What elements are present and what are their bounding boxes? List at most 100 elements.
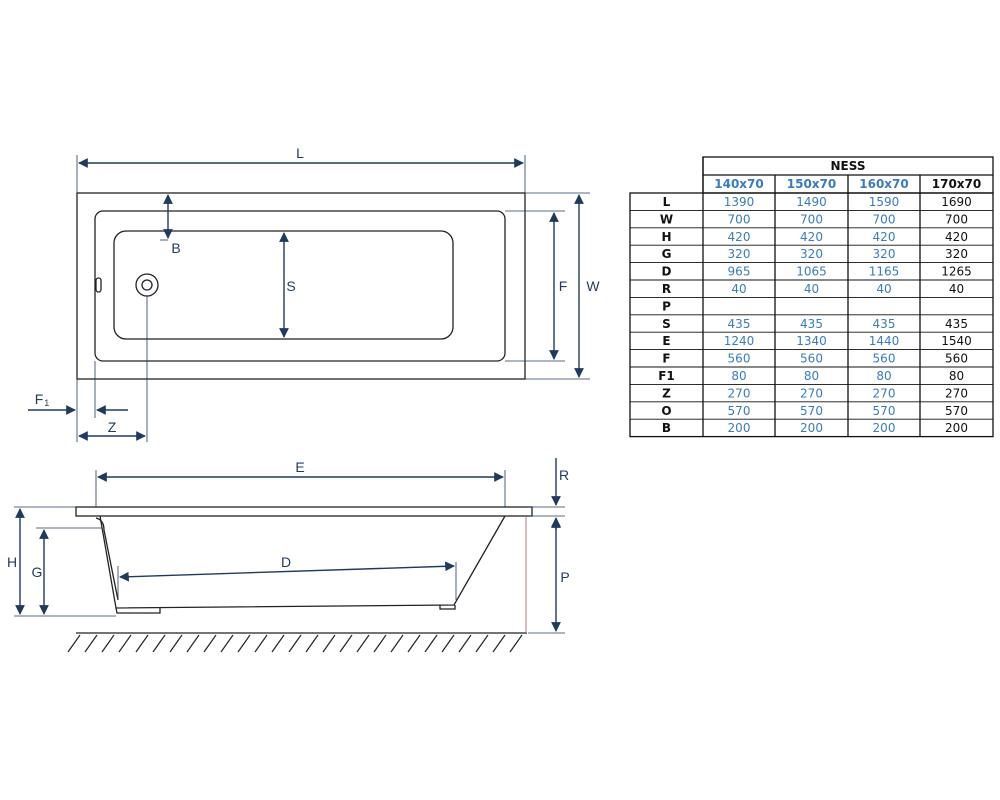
table-cell: 80 [949, 369, 964, 383]
table-cell: 1340 [796, 334, 827, 348]
table-row-label: D [662, 265, 672, 279]
table-row-label: R [662, 282, 671, 296]
table-cell: 420 [800, 230, 823, 244]
top-view-extension-lines [76, 155, 590, 442]
table-cell: 570 [945, 404, 968, 418]
drain-inner [141, 279, 153, 291]
hatch-stroke [118, 634, 132, 653]
table-cell: 320 [873, 247, 896, 261]
table-row-label: B [662, 421, 671, 435]
label-D: D [281, 554, 291, 570]
tub-feet [115, 605, 456, 614]
label-F1-main: F [35, 391, 44, 407]
hatch-stroke [101, 634, 115, 653]
label-H: H [7, 554, 17, 570]
table-cell: 1690 [941, 195, 972, 209]
table-cell: 40 [731, 282, 746, 296]
table-cell: 40 [804, 282, 819, 296]
table-cell: 420 [728, 230, 751, 244]
table-cell: 40 [876, 282, 891, 296]
tub-side-inner [95, 517, 119, 601]
hatch-stroke [356, 634, 370, 653]
table-cell: 1590 [869, 195, 900, 209]
table-cell: 700 [728, 212, 751, 226]
table-row-label: Z [662, 386, 671, 400]
hatch-stroke [84, 634, 98, 653]
table-cell: 1440 [869, 334, 900, 348]
table-cell: 1490 [796, 195, 827, 209]
table-cell: 200 [728, 421, 751, 435]
table-cell: 420 [873, 230, 896, 244]
table-cell: 270 [728, 386, 751, 400]
table-row-label: L [663, 195, 671, 209]
label-W: W [586, 278, 600, 294]
hatch-stroke [271, 634, 285, 653]
top-view [76, 192, 526, 380]
table-cell: 435 [945, 317, 968, 331]
table-column-header: 150x70 [787, 177, 837, 191]
label-G: G [32, 564, 43, 580]
table-cell: 1165 [869, 265, 900, 279]
table-grid [629, 156, 994, 438]
table-cell: 570 [728, 404, 751, 418]
label-B: B [171, 240, 180, 256]
hatch-stroke [237, 634, 251, 653]
table-cell: 320 [728, 247, 751, 261]
label-Z: Z [108, 419, 117, 435]
tub-outer-rim [76, 192, 526, 380]
tub-side-body [99, 515, 506, 609]
hatch-stroke [186, 634, 200, 653]
hatch-stroke [458, 634, 472, 653]
table-cell: 1540 [941, 334, 972, 348]
table-cell: 270 [873, 386, 896, 400]
table-row-label: F [662, 352, 670, 366]
side-view-extension-lines [14, 470, 565, 634]
hatch-stroke [339, 634, 353, 653]
table-row-label: F1 [658, 369, 675, 383]
table-cell: 270 [945, 386, 968, 400]
hatch-stroke [152, 634, 166, 653]
hatch-stroke [254, 634, 268, 653]
table-row-label: H [661, 230, 671, 244]
label-S: S [286, 278, 295, 294]
hatch-stroke [220, 634, 234, 653]
table-cell: 270 [800, 386, 823, 400]
table-cell: 200 [873, 421, 896, 435]
table-row-label: S [662, 317, 671, 331]
table-cell: 700 [873, 212, 896, 226]
table-cell: 435 [873, 317, 896, 331]
table-cell: 80 [731, 369, 746, 383]
hatch-stroke [407, 634, 421, 653]
table-cell: 1240 [724, 334, 755, 348]
side-view-dimensions [15, 458, 561, 632]
table-cell: 560 [873, 352, 896, 366]
table-cell: 570 [873, 404, 896, 418]
hatch-stroke [509, 634, 523, 653]
hatch-stroke [305, 634, 319, 653]
table-cell: 1065 [796, 265, 827, 279]
table-cell: 40 [949, 282, 964, 296]
table-row-label: O [661, 404, 671, 418]
table-column-header: 160x70 [859, 177, 909, 191]
hatch-stroke [169, 634, 183, 653]
table-row-label: G [662, 247, 672, 261]
table-cell: 560 [945, 352, 968, 366]
hatch-stroke [135, 634, 149, 653]
hatch-stroke [203, 634, 217, 653]
hatch-stroke [390, 634, 404, 653]
hatch-stroke [322, 634, 336, 653]
dim-D [119, 561, 455, 582]
label-F1: F1 [35, 391, 50, 408]
table-cell: 700 [945, 212, 968, 226]
floor-hatching [67, 634, 523, 653]
tub-basin-bottom [113, 230, 454, 340]
label-E: E [295, 459, 304, 475]
table-cell: 570 [800, 404, 823, 418]
table-cell: 200 [800, 421, 823, 435]
label-L: L [296, 145, 304, 161]
table-row-label: P [662, 299, 671, 313]
table-cell: 435 [728, 317, 751, 331]
label-P: P [560, 569, 569, 585]
table-cell: 200 [945, 421, 968, 435]
